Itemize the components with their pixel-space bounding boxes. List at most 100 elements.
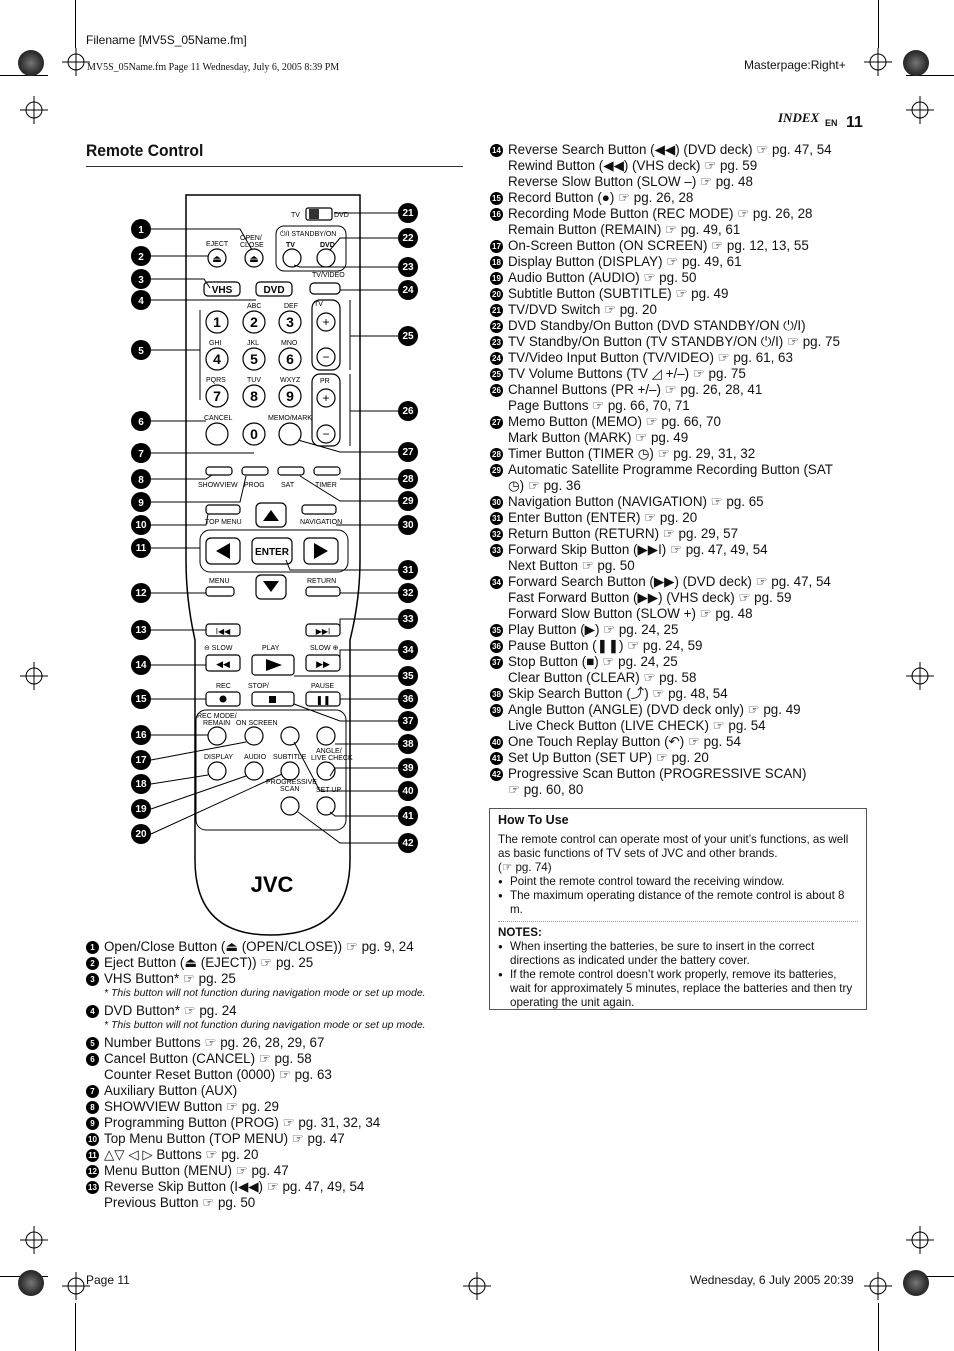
callout-number: 4 bbox=[86, 1005, 99, 1018]
svg-text:20: 20 bbox=[135, 829, 147, 840]
svg-text:+: + bbox=[322, 391, 329, 405]
svg-text:PROGRESSIVE: PROGRESSIVE bbox=[266, 779, 317, 786]
callout-number: 35 bbox=[490, 624, 503, 637]
legend-text: Skip Search Button (⤴) ☞ pg. 48, 54 bbox=[508, 686, 728, 701]
sat-button bbox=[277, 466, 305, 476]
legend-continuation: Mark Button (MARK) ☞ pg. 49 bbox=[508, 430, 689, 445]
legend-text: DVD Button* ☞ pg. 24 bbox=[104, 1003, 237, 1018]
file-info: MV5S_05Name.fm Page 11 Wednesday, July 6… bbox=[87, 62, 340, 73]
svg-text:I◀◀: I◀◀ bbox=[216, 627, 231, 636]
svg-text:16: 16 bbox=[135, 730, 147, 741]
callout-number: 9 bbox=[86, 1117, 99, 1130]
angle-button bbox=[316, 761, 336, 781]
svg-text:23: 23 bbox=[402, 262, 414, 273]
callout-number: 18 bbox=[490, 256, 503, 269]
callout-number: 11 bbox=[86, 1149, 99, 1162]
svg-text:31: 31 bbox=[402, 565, 414, 576]
legend-text: △▽ ◁ ▷ Buttons ☞ pg. 20 bbox=[104, 1147, 259, 1162]
callout-number: 24 bbox=[490, 352, 503, 365]
callout-number: 30 bbox=[490, 496, 503, 509]
masterpage-label: Masterpage:Right+ bbox=[744, 58, 846, 72]
callout-number: 31 bbox=[490, 512, 503, 525]
legend-text: Automatic Satellite Programme Recording … bbox=[508, 462, 833, 477]
svg-text:30: 30 bbox=[402, 520, 414, 531]
svg-text:CLOSE: CLOSE bbox=[240, 242, 264, 249]
legend-continuation: Live Check Button (LIVE CHECK) ☞ pg. 54 bbox=[508, 718, 766, 733]
svg-text:32: 32 bbox=[402, 588, 414, 599]
dvd-button bbox=[255, 281, 293, 297]
svg-text:9: 9 bbox=[286, 388, 294, 404]
svg-text:MNO: MNO bbox=[281, 340, 298, 347]
svg-text:DVD: DVD bbox=[320, 242, 335, 249]
svg-text:14: 14 bbox=[135, 660, 147, 671]
callout-number: 13 bbox=[86, 1181, 99, 1194]
legend-text: Record Button (●) ☞ pg. 26, 28 bbox=[508, 190, 694, 205]
how-to-use-para: The remote control can operate most of y… bbox=[498, 833, 849, 874]
svg-text:REC: REC bbox=[216, 683, 231, 690]
svg-text:⏏: ⏏ bbox=[212, 254, 221, 265]
svg-text:−: − bbox=[322, 427, 329, 441]
dvd-standby-button bbox=[316, 248, 336, 268]
dvd-switch-label: DVD bbox=[334, 212, 349, 219]
legend-text: Cancel Button (CANCEL) ☞ pg. 58 bbox=[104, 1051, 312, 1066]
svg-text:LIVE CHECK: LIVE CHECK bbox=[311, 755, 353, 762]
footer-date: Wednesday, 6 July 2005 20:39 bbox=[690, 1273, 854, 1287]
svg-text:AUDIO: AUDIO bbox=[244, 754, 267, 761]
legend-text: Number Buttons ☞ pg. 26, 28, 29, 67 bbox=[104, 1035, 325, 1050]
legend-item: 6 Cancel Button (CANCEL) ☞ pg. 58 bbox=[86, 1051, 466, 1067]
legend-continuation: ◷) ☞ pg. 36 bbox=[508, 478, 581, 493]
registration-mark bbox=[18, 1270, 44, 1296]
svg-text:STOP/: STOP/ bbox=[248, 683, 269, 690]
page-number: 11 bbox=[846, 114, 863, 131]
crosshair-mark bbox=[20, 1226, 48, 1254]
svg-text:JKL: JKL bbox=[247, 340, 259, 347]
callout-number: 8 bbox=[86, 1101, 99, 1114]
crosshair-mark bbox=[62, 1272, 90, 1300]
legend-continuation: Reverse Slow Button (SLOW –) ☞ pg. 48 bbox=[508, 174, 753, 189]
svg-text:3: 3 bbox=[286, 314, 294, 330]
callout-number: 19 bbox=[490, 272, 503, 285]
svg-text:TV: TV bbox=[286, 242, 295, 249]
jvc-logo: JVC bbox=[251, 872, 294, 897]
svg-text:REMAIN: REMAIN bbox=[203, 720, 230, 727]
legend-text: Pause Button (❚❚) ☞ pg. 24, 59 bbox=[508, 638, 703, 653]
rewind-button bbox=[205, 654, 241, 672]
svg-text:⊖ SLOW: ⊖ SLOW bbox=[204, 645, 233, 652]
callout-number: 23 bbox=[490, 336, 503, 349]
how-to-use-title: How To Use bbox=[498, 813, 569, 827]
legend-text: Channel Buttons (PR +/–) ☞ pg. 26, 28, 4… bbox=[508, 382, 763, 397]
svg-text:PLAY: PLAY bbox=[262, 645, 280, 652]
svg-text:37: 37 bbox=[402, 716, 414, 727]
svg-text:RETURN: RETURN bbox=[307, 578, 336, 585]
legend-text: Navigation Button (NAVIGATION) ☞ pg. 65 bbox=[508, 494, 764, 509]
open-close-button bbox=[244, 248, 264, 268]
callout-number: 3 bbox=[86, 973, 99, 986]
callout-number: 14 bbox=[490, 144, 503, 157]
callout-number: 6 bbox=[86, 1053, 99, 1066]
svg-text:2: 2 bbox=[250, 314, 258, 330]
callout-number: 15 bbox=[490, 192, 503, 205]
svg-text:GHI: GHI bbox=[209, 340, 222, 347]
svg-text:27: 27 bbox=[402, 447, 414, 458]
crosshair-mark bbox=[463, 1272, 491, 1300]
memo-button bbox=[278, 422, 302, 446]
svg-text:❚❚: ❚❚ bbox=[315, 695, 330, 706]
svg-text:6: 6 bbox=[286, 351, 294, 367]
